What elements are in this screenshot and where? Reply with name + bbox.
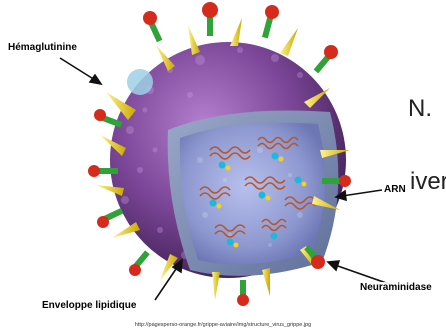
image-source-url: http://pagesperso-orange.fr/grippe-aviai…: [0, 322, 446, 328]
lipid-envelope-label: Enveloppe lipidique: [40, 300, 138, 311]
rna-label: ARN: [382, 184, 408, 195]
envelope-bubble: [127, 69, 153, 95]
rna-arrow: [342, 190, 382, 196]
hemagglutinin-label: Hémaglutinine: [6, 42, 79, 53]
neuraminidase-label: Neuraminidase: [358, 282, 434, 293]
hemagglutinin-arrow: [60, 58, 95, 80]
